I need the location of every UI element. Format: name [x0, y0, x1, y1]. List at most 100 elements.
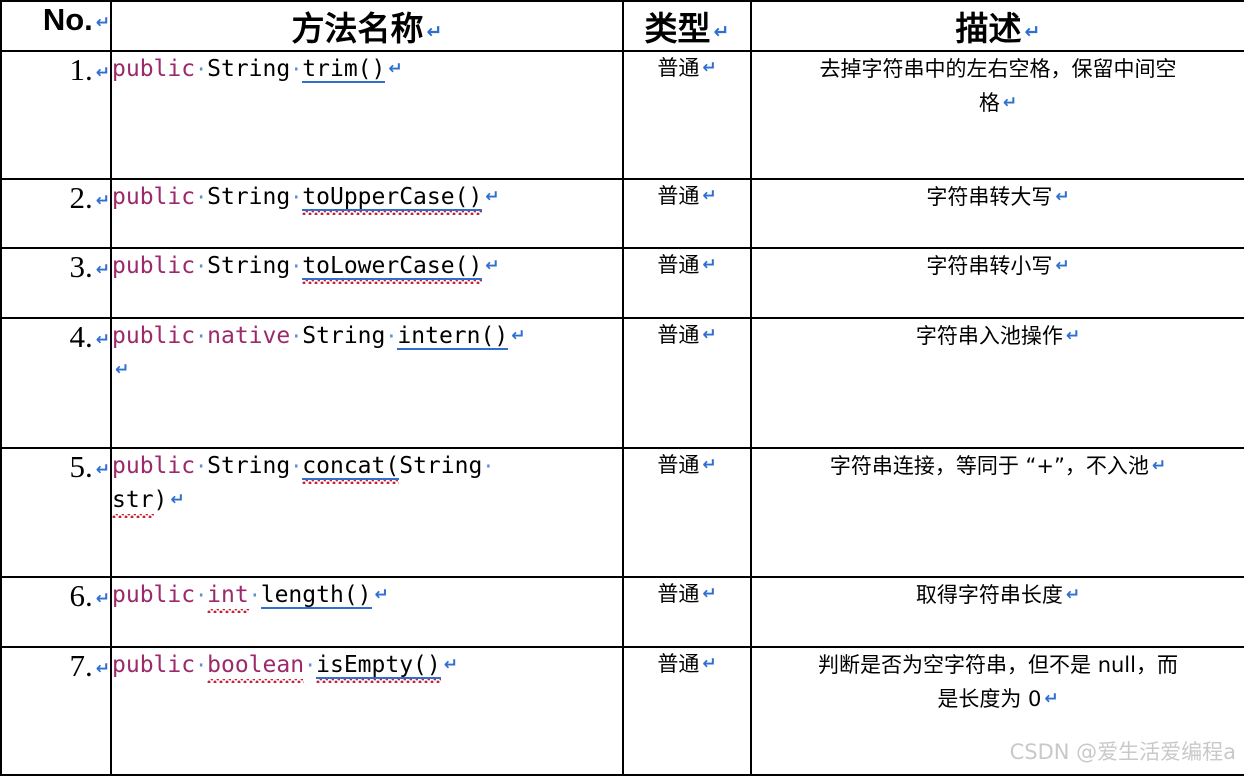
cell-description: 字符串连接，等同于 “+”，不入池↵: [750, 446, 1244, 579]
paragraph-mark-icon: ↵: [702, 324, 717, 345]
code-keyword: public: [112, 253, 196, 280]
description-line: 字符串转小写↵: [752, 249, 1244, 283]
cell-description: 去掉字符串中的左右空格，保留中间空格↵: [750, 49, 1244, 181]
code-identifier: String: [207, 253, 291, 280]
method-type-label: 普通: [657, 452, 700, 477]
paragraph-mark-icon: ↵: [485, 187, 500, 208]
cell-description: 字符串转小写↵: [750, 247, 1244, 319]
code-keyword: public: [112, 322, 196, 349]
paragraph-mark-icon: ↵: [1044, 688, 1059, 709]
row-number-label: 2.: [69, 180, 93, 216]
code-line: ↵: [112, 353, 622, 388]
method-type-label: 普通: [657, 184, 700, 209]
space-dot-icon: ·: [195, 652, 208, 677]
row-number-label: 7.: [69, 647, 93, 683]
cell-method-type: 普通↵: [622, 446, 752, 579]
paragraph-mark-icon: ↵: [115, 360, 130, 381]
column-header-type-label: 类型: [644, 9, 711, 48]
description-line: 格↵: [752, 86, 1244, 120]
code-identifier: String: [399, 452, 483, 479]
method-hyperlink-misspelled[interactable]: concat(: [302, 452, 400, 484]
code-identifier: String: [207, 56, 291, 82]
cell-description: 取得字符串长度↵: [750, 576, 1244, 648]
space-dot-icon: ·: [290, 323, 303, 348]
paragraph-mark-icon: ↵: [426, 21, 443, 43]
method-hyperlink[interactable]: length(): [260, 582, 372, 610]
space-dot-icon: ·: [482, 453, 495, 478]
method-type-label: 普通: [657, 253, 700, 278]
space-dot-icon: ·: [304, 652, 317, 677]
description-line: 判断是否为空字符串，但不是 null，而: [752, 648, 1244, 682]
code-keyword: public: [112, 651, 196, 678]
paragraph-mark-icon: ↵: [1055, 256, 1070, 277]
description-text: 字符串入池操作: [915, 323, 1063, 348]
row-number-label: 1.: [69, 52, 93, 87]
code-line: public·String·concat(String·: [112, 449, 622, 484]
space-dot-icon: ·: [195, 185, 208, 210]
cell-method-signature: public·String·toLowerCase()↵: [110, 247, 624, 319]
method-hyperlink[interactable]: intern(): [397, 322, 509, 350]
column-header-description: 描述↵: [750, 0, 1244, 52]
space-dot-icon: ·: [385, 323, 398, 348]
code-line: str)↵: [112, 483, 622, 519]
paragraph-mark-icon: ↵: [95, 329, 110, 350]
space-dot-icon: ·: [195, 323, 208, 348]
paragraph-mark-icon: ↵: [702, 584, 717, 605]
code-identifier: String: [207, 452, 291, 479]
description-text: 去掉字符串中的左右空格，保留中间空: [819, 57, 1177, 81]
description-text: 字符串连接，等同于 “+”，不入池: [829, 453, 1149, 478]
column-header-method-label: 方法名称: [291, 9, 424, 48]
table-header-row: No.↵ 方法名称↵ 类型↵ 描述↵: [0, 0, 1244, 52]
description-text: 字符串转小写: [926, 254, 1053, 279]
cell-description: 判断是否为空字符串，但不是 null，而是长度为 0↵: [750, 645, 1244, 776]
cell-row-number: 5.↵: [0, 446, 112, 579]
paragraph-mark-icon: ↵: [95, 63, 110, 83]
paragraph-mark-icon: ↵: [485, 256, 500, 277]
cell-row-number: 7.↵: [0, 645, 112, 776]
cell-row-number: 1.↵: [0, 49, 112, 181]
space-dot-icon: ·: [290, 254, 303, 279]
paragraph-mark-icon: ↵: [1055, 187, 1070, 208]
description-text: 判断是否为空字符串，但不是 null，而: [818, 652, 1178, 677]
paragraph-mark-icon: ↵: [702, 653, 717, 674]
paragraph-mark-icon: ↵: [1065, 325, 1081, 346]
description-line: 字符串入池操作↵: [752, 319, 1244, 353]
description-line: 去掉字符串中的左右空格，保留中间空: [752, 52, 1244, 86]
code-line: public·int·length()↵: [112, 578, 622, 614]
code-line: public·boolean·isEmpty()↵: [112, 648, 622, 683]
code-identifier: String: [207, 184, 291, 211]
space-dot-icon: ·: [195, 57, 208, 81]
paragraph-mark-icon: ↵: [95, 658, 110, 679]
method-hyperlink-misspelled[interactable]: toUpperCase(): [302, 184, 483, 216]
paragraph-mark-icon: ↵: [95, 13, 110, 33]
table-row: 7.↵public·boolean·isEmpty()↵普通↵判断是否为空字符串…: [0, 645, 1244, 776]
paragraph-mark-icon: ↵: [95, 589, 110, 610]
paragraph-mark-icon: ↵: [95, 459, 110, 480]
space-dot-icon: ·: [290, 453, 303, 478]
table-row: 3.↵public·String·toLowerCase()↵普通↵字符串转小写…: [0, 247, 1244, 319]
cell-row-number: 6.↵: [0, 576, 112, 648]
method-hyperlink-misspelled[interactable]: toLowerCase(): [302, 253, 483, 285]
column-header-no: No.↵: [0, 0, 112, 52]
paragraph-mark-icon: ↵: [95, 191, 110, 212]
method-hyperlink-misspelled[interactable]: isEmpty(): [316, 651, 441, 683]
cell-method-signature: public·boolean·isEmpty()↵: [110, 645, 624, 776]
cell-method-type: 普通↵: [622, 178, 752, 250]
paragraph-mark-icon: ↵: [388, 59, 403, 79]
cell-method-type: 普通↵: [622, 49, 752, 181]
paragraph-mark-icon: ↵: [702, 186, 717, 207]
paragraph-mark-icon: ↵: [1151, 455, 1167, 476]
table-row: 1.↵public·String·trim()↵普通↵去掉字符串中的左右空格，保…: [0, 49, 1244, 181]
space-dot-icon: ·: [290, 185, 303, 210]
cell-row-number: 2.↵: [0, 178, 112, 250]
code-line: public·String·toUpperCase()↵: [112, 180, 622, 216]
cell-description: 字符串入池操作↵: [750, 316, 1244, 449]
cell-method-type: 普通↵: [622, 576, 752, 648]
table-row: 4.↵public·native·String·intern()↵↵普通↵字符串…: [0, 316, 1244, 449]
method-hyperlink[interactable]: trim(): [302, 56, 386, 83]
paragraph-mark-icon: ↵: [713, 21, 730, 43]
cell-method-signature: public·String·toUpperCase()↵: [110, 178, 624, 250]
code-keyword-misspelled: int: [207, 582, 249, 614]
